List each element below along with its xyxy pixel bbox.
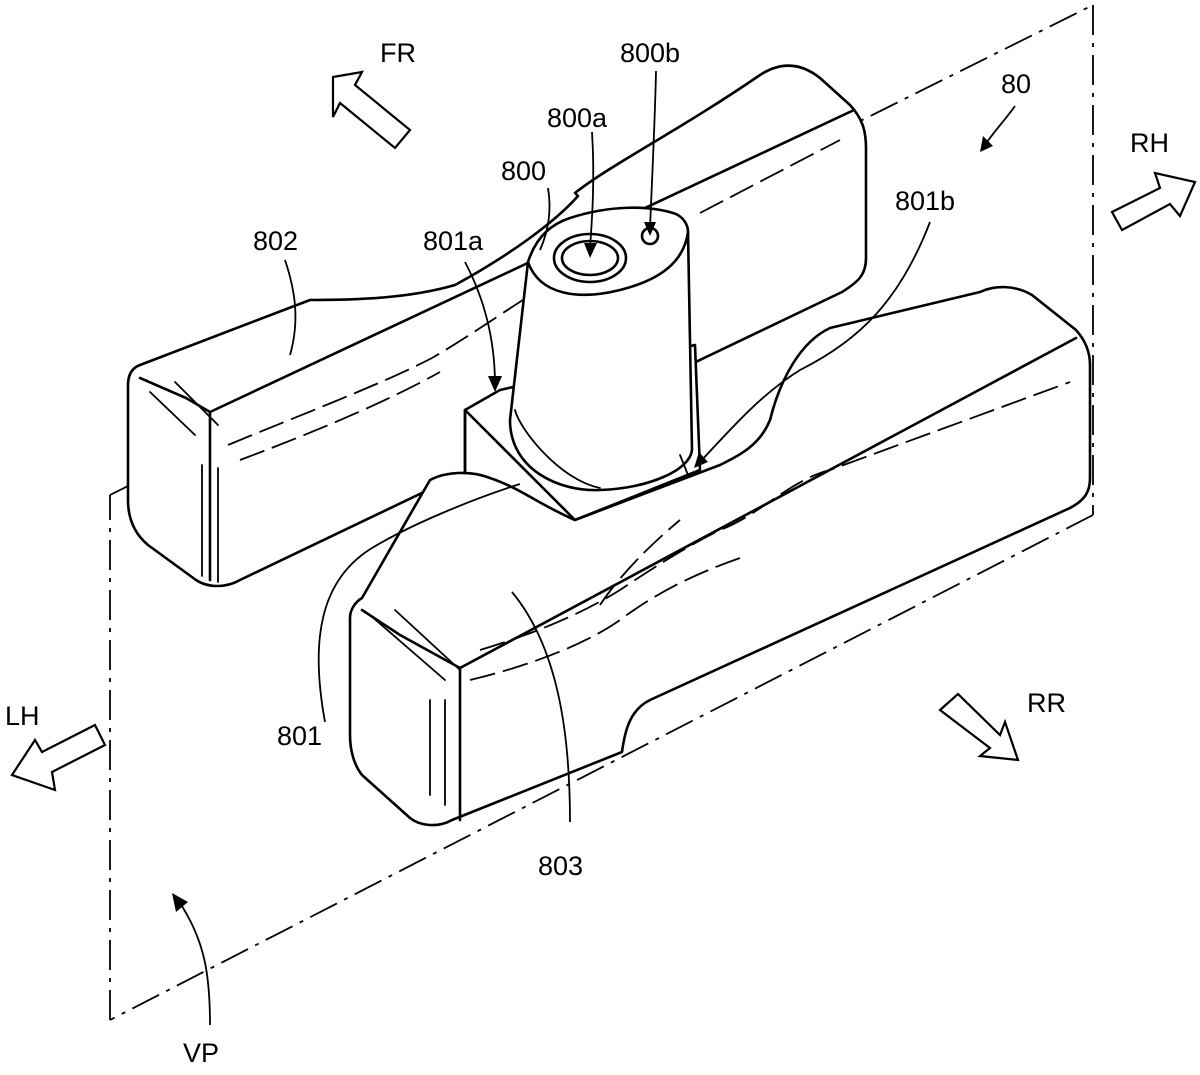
- label-rr: RR: [1027, 688, 1066, 718]
- label-801: 801: [277, 721, 322, 751]
- label-lh: LH: [5, 701, 40, 731]
- arrow-right: [1110, 171, 1197, 232]
- column-800: [508, 206, 694, 492]
- front-block-803: [348, 285, 1092, 827]
- arrow-left: [10, 723, 107, 792]
- label-800b-text: 800b: [620, 38, 680, 68]
- arrow-rear: [938, 692, 1020, 762]
- label-803: 803: [538, 851, 583, 881]
- label-802: 802: [253, 226, 298, 256]
- leader-lines: [172, 70, 1016, 1026]
- label-800: 800: [501, 156, 546, 186]
- labels: FR 800b 800a 80 RH 800 801b 801a 802 RR …: [5, 38, 1169, 1068]
- label-801b: 801b: [895, 186, 955, 216]
- arrow-front: [331, 70, 412, 150]
- label-rh: RH: [1130, 128, 1169, 158]
- virtual-plane: [109, 4, 1094, 1021]
- rear-block-802: [126, 64, 868, 588]
- label-800a: 800a: [547, 103, 608, 133]
- label-vp: VP: [183, 1038, 219, 1068]
- label-801a: 801a: [423, 226, 484, 256]
- label-fr: FR: [380, 38, 416, 68]
- label-80: 80: [1001, 69, 1031, 99]
